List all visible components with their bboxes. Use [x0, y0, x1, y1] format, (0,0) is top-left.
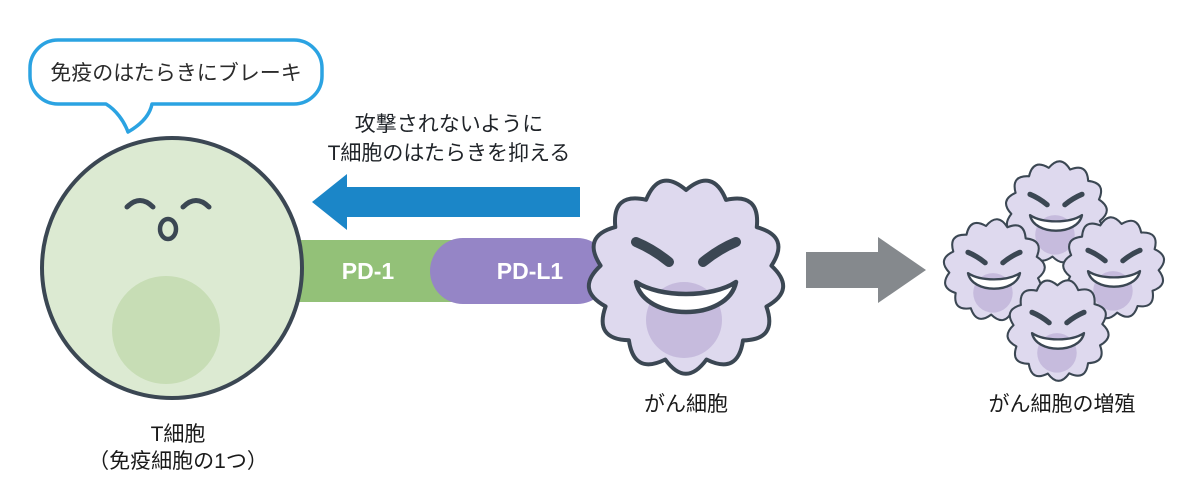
cancer-cell-figure	[586, 178, 786, 376]
evil-grin-mouth	[1028, 213, 1084, 232]
t-cell-label-line1: T細胞	[151, 423, 206, 446]
evil-eye-right	[1064, 309, 1087, 326]
pdl1-label: PD-L1	[497, 258, 564, 284]
cluster-cell-bottom	[1006, 279, 1110, 382]
pd1-label: PD-1	[342, 258, 395, 284]
t-cell-figure	[40, 136, 304, 400]
proliferation-label: がん細胞の増殖	[989, 393, 1136, 416]
evil-eye-right	[1120, 247, 1143, 264]
speech-bubble	[28, 38, 324, 134]
evil-grin-mouth	[1030, 331, 1086, 350]
evil-eye-right	[698, 237, 741, 267]
closed-eye-left	[124, 198, 156, 210]
suppress-note-line2: T細胞のはたらきを抑える	[328, 142, 571, 165]
t-cell-nucleus	[112, 276, 220, 384]
evil-eye-left	[1027, 191, 1050, 208]
proliferation-arrow-right-icon	[806, 237, 926, 303]
t-cell-body	[40, 136, 304, 400]
cancer-cell-body	[1006, 279, 1110, 382]
evil-eye-left	[631, 237, 674, 267]
sleepy-mouth	[157, 216, 179, 242]
evil-grin-mouth	[1086, 269, 1142, 288]
evil-eye-left	[1085, 247, 1108, 264]
closed-eye-right	[180, 198, 212, 210]
evil-grin-mouth	[966, 271, 1022, 290]
evil-eye-right	[1062, 191, 1085, 208]
suppress-note-line1: 攻撃されないように	[355, 113, 544, 136]
cancer-cell-cluster	[942, 160, 1165, 382]
speech-bubble-text: 免疫のはたらきにブレーキ	[50, 62, 302, 85]
cancer-cell-body	[586, 178, 786, 376]
t-cell-label-line2: （免疫細胞の1つ）	[88, 450, 268, 473]
evil-eye-right	[1000, 249, 1023, 266]
pdl1-ligand-bar	[430, 238, 610, 304]
evil-grin-mouth	[633, 279, 739, 315]
suppression-arrow-left-icon	[312, 174, 580, 230]
cancer-cell-label: がん細胞	[644, 393, 728, 416]
evil-eye-left	[965, 249, 988, 266]
evil-eye-left	[1029, 309, 1052, 326]
